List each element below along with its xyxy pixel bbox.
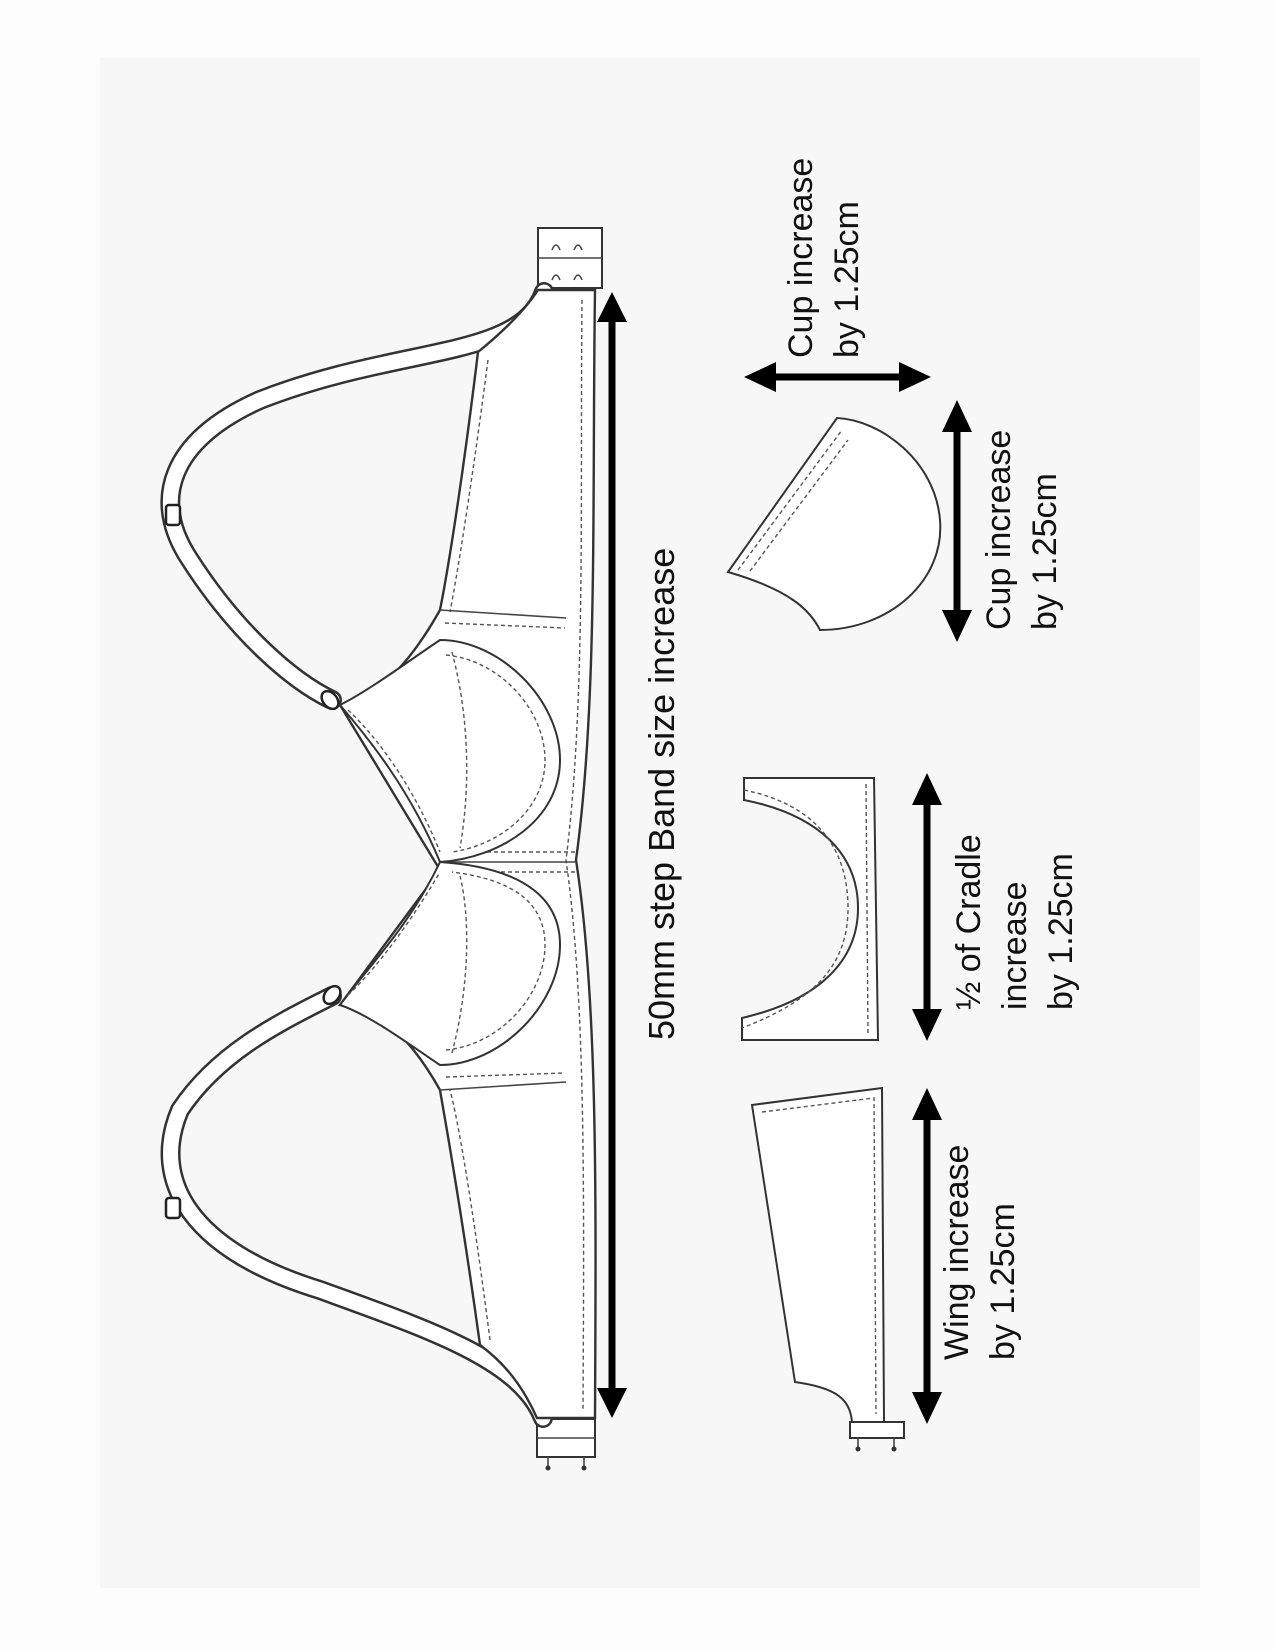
- cup-bottom: [338, 860, 562, 1067]
- wing-label-line1: Wing increase: [938, 1145, 976, 1360]
- cup-horizontal-arrow: [744, 362, 931, 392]
- shoulder-strap-top: [160, 282, 554, 711]
- cradle-piece: [741, 777, 880, 1041]
- bra-assembly: [160, 227, 603, 1471]
- cup-vertical-arrow: [942, 400, 972, 642]
- cup-top-label: Cup increase by 1.25cm: [782, 158, 866, 358]
- hook-eye-closure-top: [537, 227, 603, 289]
- cup-top-label-line1: Cup increase: [782, 158, 820, 358]
- band-arrow: [597, 292, 627, 1418]
- cradle-label: ½ of Cradle increase by 1.25cm: [950, 834, 1080, 1010]
- shoulder-strap-bottom: [160, 984, 553, 1428]
- wing-label: Wing increase by 1.25cm: [938, 1145, 1022, 1360]
- cradle-arrow: [912, 773, 942, 1041]
- wing-label-line2: by 1.25cm: [984, 1203, 1022, 1360]
- cup-top-label-line2: by 1.25cm: [828, 201, 866, 358]
- wing-piece: [750, 1086, 905, 1452]
- cup-piece: [726, 416, 942, 632]
- cradle-label-line2: increase: [996, 881, 1034, 1010]
- diagram-frame: [100, 58, 1200, 1588]
- cup-right-label-line2: by 1.25cm: [1026, 473, 1064, 630]
- cradle-label-line3: by 1.25cm: [1042, 853, 1080, 1010]
- cup-top: [338, 638, 562, 864]
- cradle-label-line1: ½ of Cradle: [950, 834, 988, 1010]
- cup-right-label: Cup increase by 1.25cm: [980, 430, 1064, 630]
- cup-right-label-line1: Cup increase: [980, 430, 1018, 630]
- band-size-label: 50mm step Band size increase: [641, 548, 682, 1040]
- wing-arrow: [912, 1088, 942, 1424]
